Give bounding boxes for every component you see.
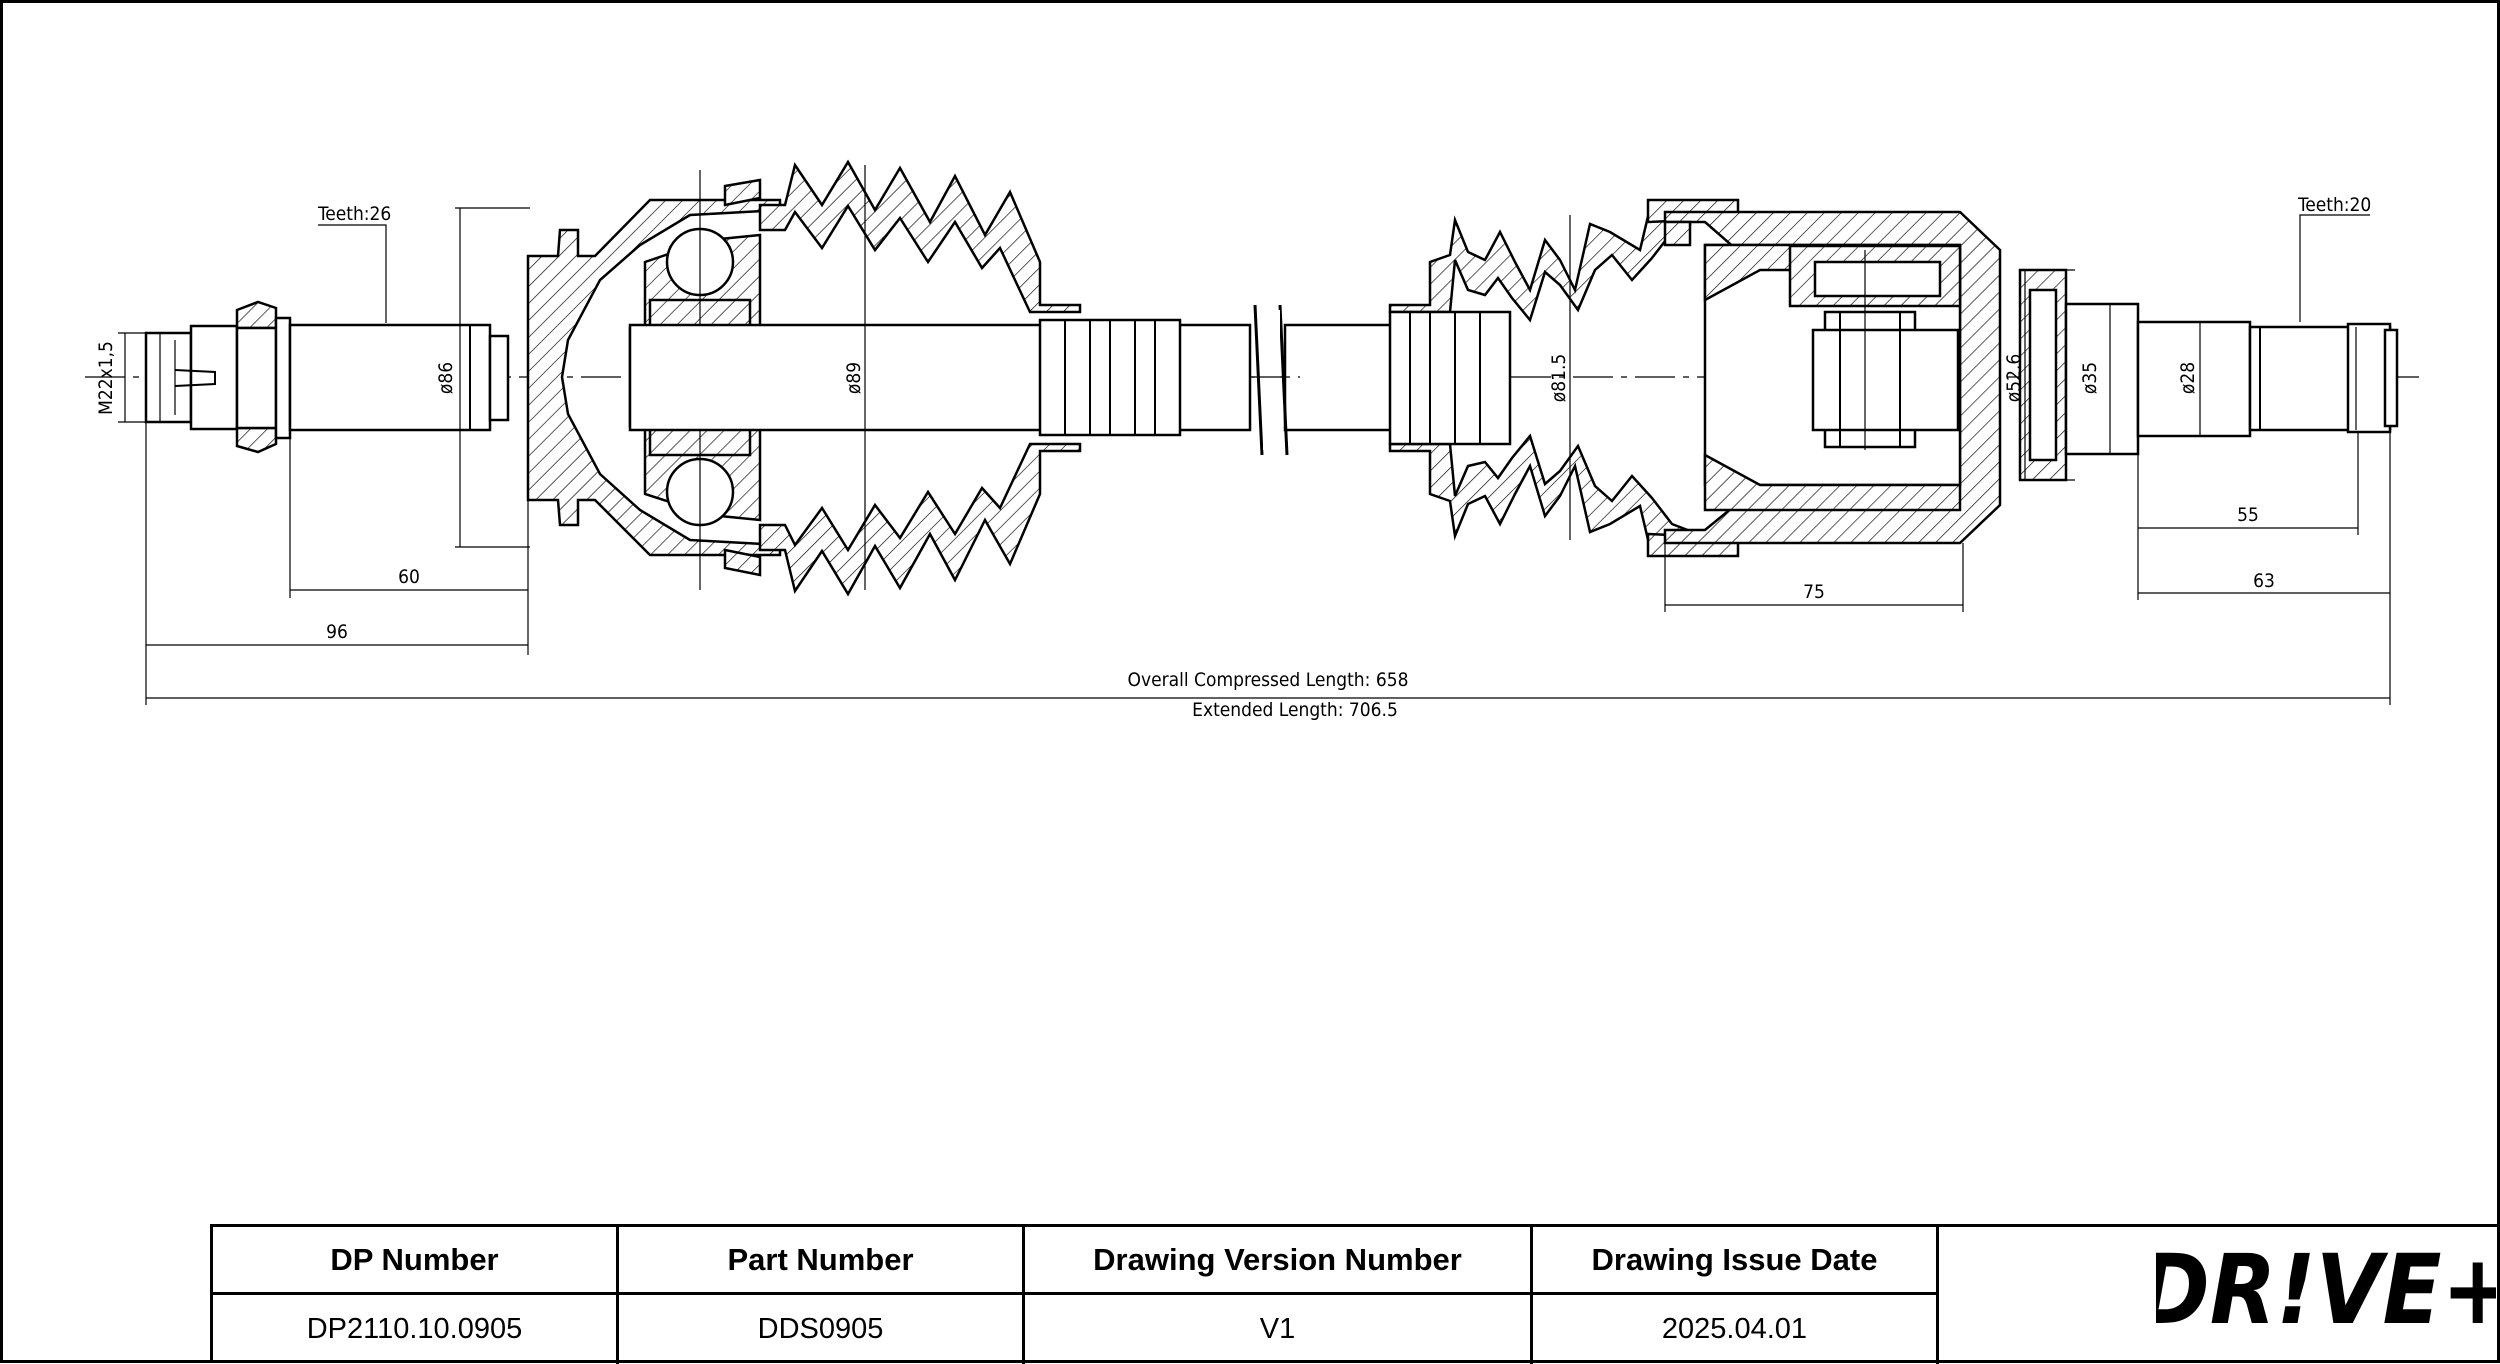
outer-boot	[758, 159, 1082, 597]
drive-logo-mark: DR!VE+	[2156, 1241, 2496, 1346]
inner-boot	[1388, 198, 1740, 558]
d89-label: ø89	[843, 362, 865, 394]
issue-date-value: 2025.04.01	[1533, 1295, 1939, 1364]
part-number-value: DDS0905	[619, 1295, 1025, 1364]
dimensions: M22x1,5 Teeth:26 ø86 ø89 60 96 ø81.5 75	[95, 165, 2391, 721]
issue-date-header: Drawing Issue Date	[1533, 1227, 1939, 1295]
len75-label: 75	[1803, 581, 1825, 603]
overall-length-label: Overall Compressed Length: 658	[1128, 669, 1409, 691]
version-header: Drawing Version Number	[1025, 1227, 1533, 1295]
len55-label: 55	[2237, 504, 2259, 526]
d28-label: ø28	[2177, 362, 2199, 394]
drive-logo: DR!VE+	[2151, 1227, 2500, 1364]
part-number-header: Part Number	[619, 1227, 1025, 1295]
d35-label: ø35	[2079, 362, 2101, 394]
teeth-left-label: Teeth:26	[317, 203, 391, 225]
version-value: V1	[1025, 1295, 1533, 1364]
logo-text: DR!VE+	[2156, 1241, 2496, 1346]
d526-label: ø52.6	[2003, 354, 2025, 403]
dp-number-value: DP2110.10.0905	[213, 1295, 619, 1364]
d815-label: ø81.5	[1548, 354, 1570, 403]
teeth-right-label: Teeth:20	[2297, 194, 2371, 216]
len60-label: 60	[398, 566, 420, 588]
thread-label: M22x1,5	[95, 341, 117, 415]
inner-tripod-housing	[1663, 210, 2399, 545]
title-block: DP Number Part Number Drawing Version Nu…	[210, 1224, 2500, 1364]
d86-label: ø86	[435, 362, 457, 394]
dp-number-header: DP Number	[213, 1227, 619, 1295]
len96-label: 96	[326, 621, 348, 643]
extended-length-label: Extended Length: 706.5	[1192, 699, 1398, 721]
len63-label: 63	[2253, 570, 2275, 592]
